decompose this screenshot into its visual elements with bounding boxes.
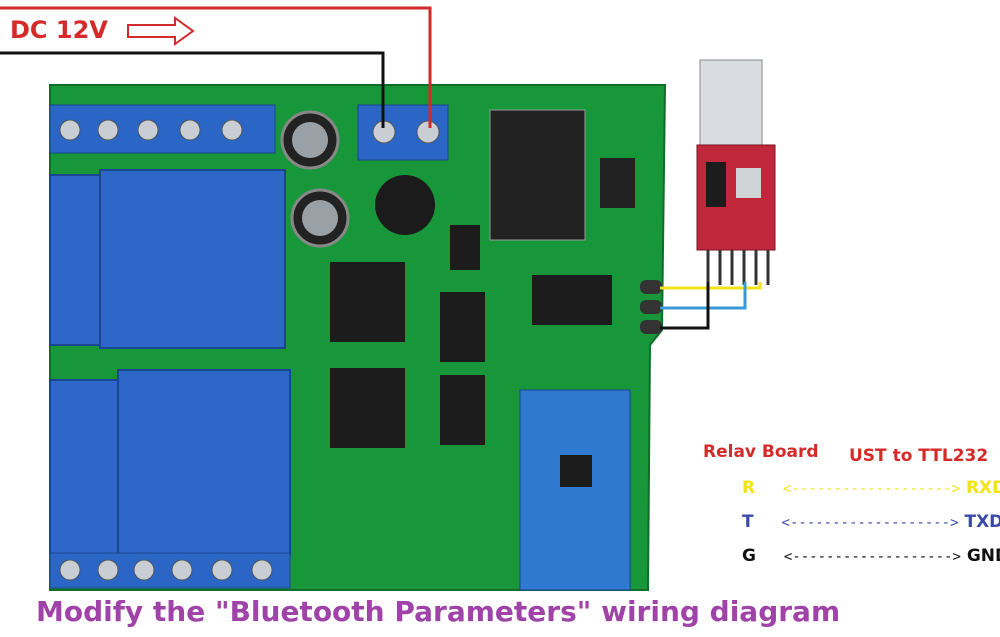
mapping-arrow: <-------------------> xyxy=(783,481,961,497)
relay-board xyxy=(49,84,667,591)
usb-ttl-module xyxy=(696,59,776,285)
mapping-right-pin: TXD xyxy=(964,512,1000,532)
mapping-right-header: UST to TTL232 xyxy=(849,446,989,466)
mapping-row-g: G <-------------------> GND xyxy=(742,546,1000,566)
mapping-row-t: T <-------------------> TXD xyxy=(742,512,1000,532)
wires xyxy=(0,6,762,330)
mapping-right-pin: GND xyxy=(966,546,1000,566)
mapping-right-pin: RXD xyxy=(965,478,1000,498)
mapping-arrow: <-------------------> xyxy=(783,549,961,565)
power-label: DC 12V xyxy=(10,16,108,44)
mapping-left-pin: R xyxy=(742,478,756,498)
mapping-row-r: R <-------------------> RXD xyxy=(742,478,1000,498)
mapping-arrow: <-------------------> xyxy=(781,515,959,531)
mapping-left-pin: T xyxy=(742,512,754,532)
mapping-left-header: Relav Board xyxy=(703,442,819,462)
page-title: Modify the "Bluetooth Parameters" wiring… xyxy=(36,595,841,628)
dc-arrow-icon xyxy=(127,16,195,46)
mapping-left-pin: G xyxy=(742,546,756,566)
